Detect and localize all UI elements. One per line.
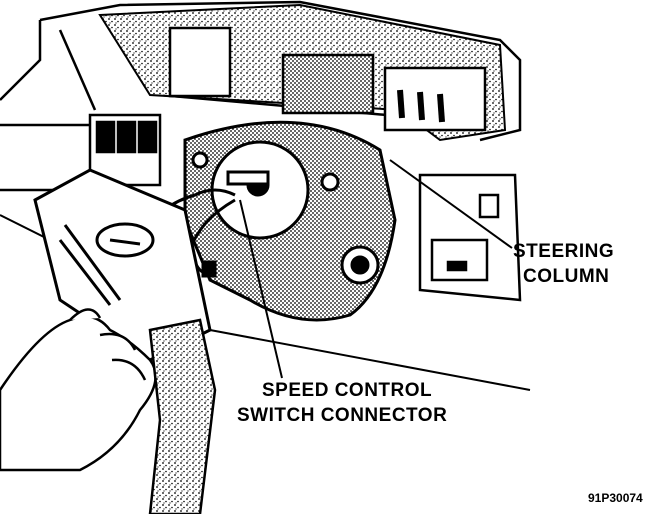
steering-column-label-line2: COLUMN: [523, 266, 610, 287]
instrument-cluster: [168, 26, 487, 132]
figure-id: 91P30074: [588, 491, 643, 505]
leader-lines: [239, 159, 513, 379]
speed-control-leader: [239, 199, 283, 379]
speed-control-label-line1: SPEED CONTROL: [262, 380, 433, 401]
speed-control-label-line2: SWITCH CONNECTOR: [237, 405, 448, 426]
lower-shroud: [148, 318, 217, 514]
right-console: [418, 173, 522, 302]
steering-column-label-line1: STEERING: [513, 241, 615, 262]
technician-hand: [0, 308, 157, 472]
ignition-lock: [340, 245, 380, 285]
column-hub: [191, 140, 340, 240]
steering-column-leader: [389, 159, 513, 249]
